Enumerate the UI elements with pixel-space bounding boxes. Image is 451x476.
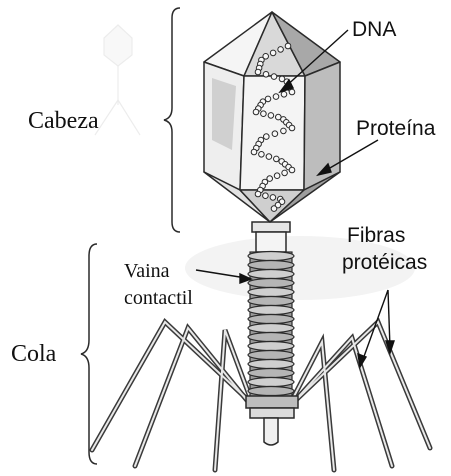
sheath-ring bbox=[248, 342, 294, 351]
dna-bead bbox=[261, 111, 267, 117]
sheath-ring bbox=[248, 378, 294, 387]
dna-bead bbox=[268, 113, 274, 119]
dna-bead bbox=[285, 43, 291, 49]
dna-bead bbox=[274, 173, 280, 179]
tail-sheath bbox=[248, 252, 294, 399]
dna-bead bbox=[281, 92, 287, 98]
label-dna: DNA bbox=[352, 18, 396, 41]
sheath-ring bbox=[248, 288, 294, 297]
label-fibras-line2: protéicas bbox=[342, 251, 427, 274]
dna-bead bbox=[263, 72, 269, 78]
label-proteina: Proteína bbox=[356, 117, 436, 140]
background-ghost-phage bbox=[95, 25, 140, 135]
cabeza-bracket bbox=[164, 8, 180, 232]
sheath-ring bbox=[248, 333, 294, 342]
dna-bead bbox=[282, 170, 288, 176]
sheath-ring bbox=[248, 297, 294, 306]
dna-bead bbox=[255, 191, 261, 197]
dna-bead bbox=[263, 193, 269, 199]
dna-bead bbox=[278, 47, 284, 53]
dna-bead bbox=[272, 131, 278, 137]
dna-bead bbox=[270, 50, 276, 56]
dna-bead bbox=[289, 125, 295, 131]
sheath-ring bbox=[248, 279, 294, 288]
sheath-ring bbox=[248, 369, 294, 378]
cola-bracket bbox=[81, 244, 97, 464]
dna-bead bbox=[251, 149, 257, 155]
label-cabeza: Cabeza bbox=[28, 108, 99, 134]
label-vaina-line2: contactil bbox=[124, 287, 193, 309]
sheath-ring bbox=[248, 324, 294, 333]
sheath-ring bbox=[248, 351, 294, 360]
dna-bead bbox=[255, 69, 261, 75]
dna-bead bbox=[273, 94, 279, 100]
dna-bead bbox=[271, 74, 277, 80]
dna-bead bbox=[264, 134, 270, 140]
dna-bead bbox=[289, 89, 295, 95]
sheath-ring bbox=[248, 261, 294, 270]
sheath-ring bbox=[248, 360, 294, 369]
dna-bead bbox=[274, 156, 280, 162]
dna-bead bbox=[259, 152, 265, 158]
collar bbox=[252, 222, 290, 252]
label-fibras-line1: Fibras bbox=[347, 224, 405, 247]
dna-bead bbox=[270, 195, 276, 201]
baseplate bbox=[246, 396, 298, 445]
dna-bead bbox=[253, 109, 259, 115]
label-vaina-line1: Vaina bbox=[124, 260, 170, 282]
sheath-ring bbox=[248, 387, 294, 396]
sheath-ring bbox=[248, 270, 294, 279]
sheath-ring bbox=[248, 252, 294, 261]
dna-bead bbox=[281, 128, 287, 134]
sheath-ring bbox=[248, 306, 294, 315]
dna-bead bbox=[289, 167, 295, 173]
sheath-ring bbox=[248, 315, 294, 324]
dna-bead bbox=[271, 206, 277, 212]
dna-bead bbox=[266, 154, 272, 160]
label-cola: Cola bbox=[11, 341, 57, 367]
